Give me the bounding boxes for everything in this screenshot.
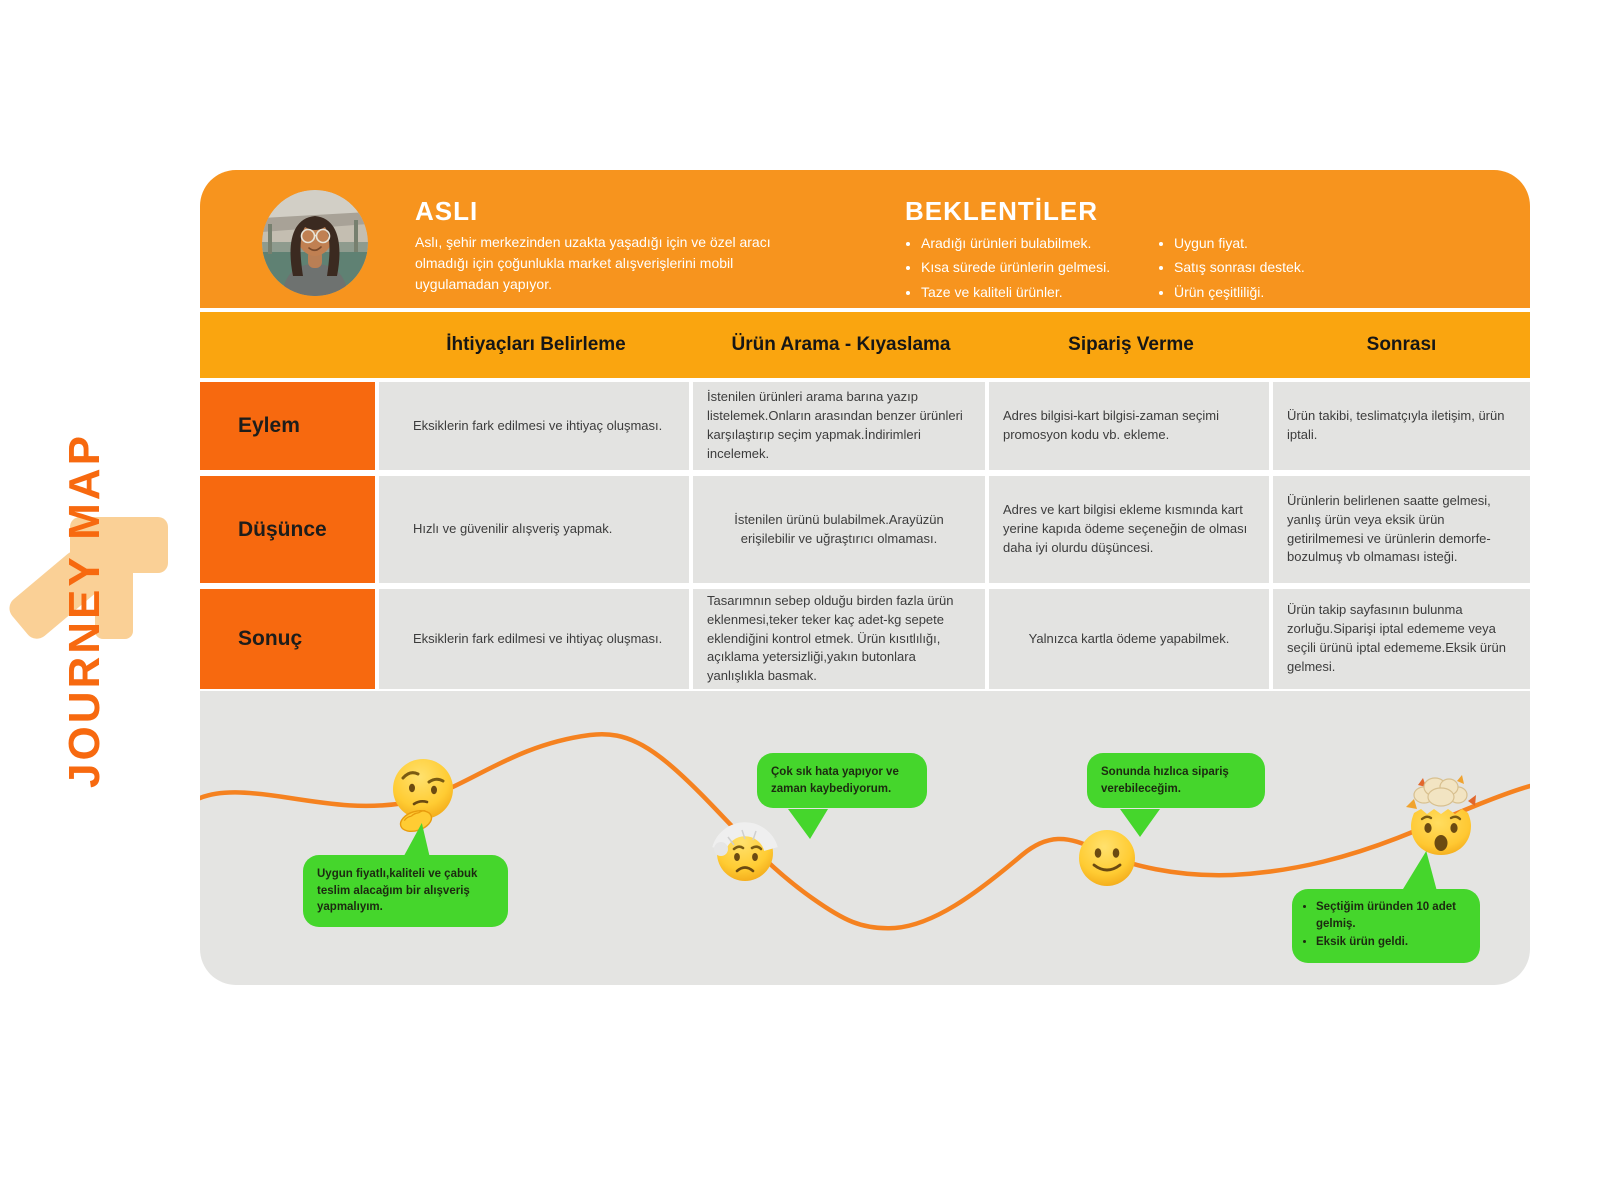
thinking-face-emoji [393,759,453,832]
table-cell: Adres bilgisi-kart bilgisi-zaman seçimi … [989,382,1269,470]
expectations-title: BEKLENTİLER [905,196,1098,226]
persona-name: ASLI [415,196,479,226]
table-cell: İstenilen ürünleri arama barına yazıp li… [693,382,985,470]
table-cell: Adres ve kart bilgisi ekleme kısmında ka… [989,476,1269,583]
expectation-item: Aradığı ürünleri bulabilmek. [921,233,1161,253]
table-cell: Yalnızca kartla ödeme yapabilmek. [989,589,1269,689]
speech-bubble-item: Seçtiğim üründen 10 adet gelmiş. [1316,899,1470,932]
expectations-list-1: Aradığı ürünleri bulabilmek. Kısa sürede… [905,233,1161,306]
exploding-head-emoji [1406,775,1476,855]
stage-header-3: Sipariş Verme [1068,334,1194,355]
table-cell: İstenilen ürünü bulabilmek.Arayüzün eriş… [693,476,985,583]
table-cell: Hızlı ve güvenilir alışveriş yapmak. [379,476,689,583]
table-cell: Ürünlerin belirlenen saatte gelmesi, yan… [1273,476,1530,583]
persona-header [200,170,1530,308]
expectation-item: Taze ve kaliteli ürünler. [921,282,1161,302]
persona-photo [262,190,368,296]
expectations-list-2: Uygun fiyat. Satış sonrası destek. Ürün … [1158,233,1414,306]
speech-bubble-item: Eksik ürün geldi. [1316,934,1470,951]
speech-bubble: Uygun fiyatlı,kaliteli ve çabuk teslim a… [303,855,508,928]
stage-header-4: Sonrası [1366,334,1437,355]
journey-map-title: JOURNEY MAP [60,433,109,788]
head-bandage-emoji [712,822,778,881]
table-cell: Ürün takibi, teslimatçıyla iletişim, ürü… [1273,382,1530,470]
expectation-item: Ürün çeşitliliği. [1174,282,1414,302]
speech-bubble: Sonunda hızlıca sipariş verebileceğim. [1087,753,1265,809]
speech-bubble: Seçtiğim üründen 10 adet gelmiş. Eksik ü… [1292,889,1480,964]
expectation-item: Kısa sürede ürünlerin gelmesi. [921,257,1161,277]
journey-table: Eylem Eksiklerin fark edilmesi ve ihtiya… [200,382,1530,689]
numeral-4-graphic [95,517,133,639]
speech-bubble: Çok sık hata yapıyor ve zaman kaybediyor… [757,753,927,809]
table-cell: Ürün takip sayfasının bulunma zorluğu.Si… [1273,589,1530,689]
table-cell: Eksiklerin fark edilmesi ve ihtiyaç oluş… [379,382,689,470]
stage-header-2: Ürün Arama - Kıyaslama [731,334,951,355]
persona-description: Aslı, şehir merkezinden uzakta yaşadığı … [415,234,771,292]
row-label-eylem: Eylem [200,382,375,470]
row-label-sonuc: Sonuç [200,589,375,689]
emotion-journey-canvas: Uygun fiyatlı,kaliteli ve çabuk teslim a… [200,691,1530,985]
table-cell: Tasarımnın sebep olduğu birden fazla ürü… [693,589,985,689]
smiling-face-emoji [1079,830,1135,886]
expectation-item: Satış sonrası destek. [1174,257,1414,277]
expectation-item: Uygun fiyat. [1174,233,1414,253]
row-label-dusunce: Düşünce [200,476,375,583]
stage-header-band: İhtiyaçları Belirleme Ürün Arama - Kıyas… [200,312,1530,378]
table-cell: Eksiklerin fark edilmesi ve ihtiyaç oluş… [379,589,689,689]
stage-header-1: İhtiyaçları Belirleme [446,334,626,355]
persona-avatar [262,190,368,296]
